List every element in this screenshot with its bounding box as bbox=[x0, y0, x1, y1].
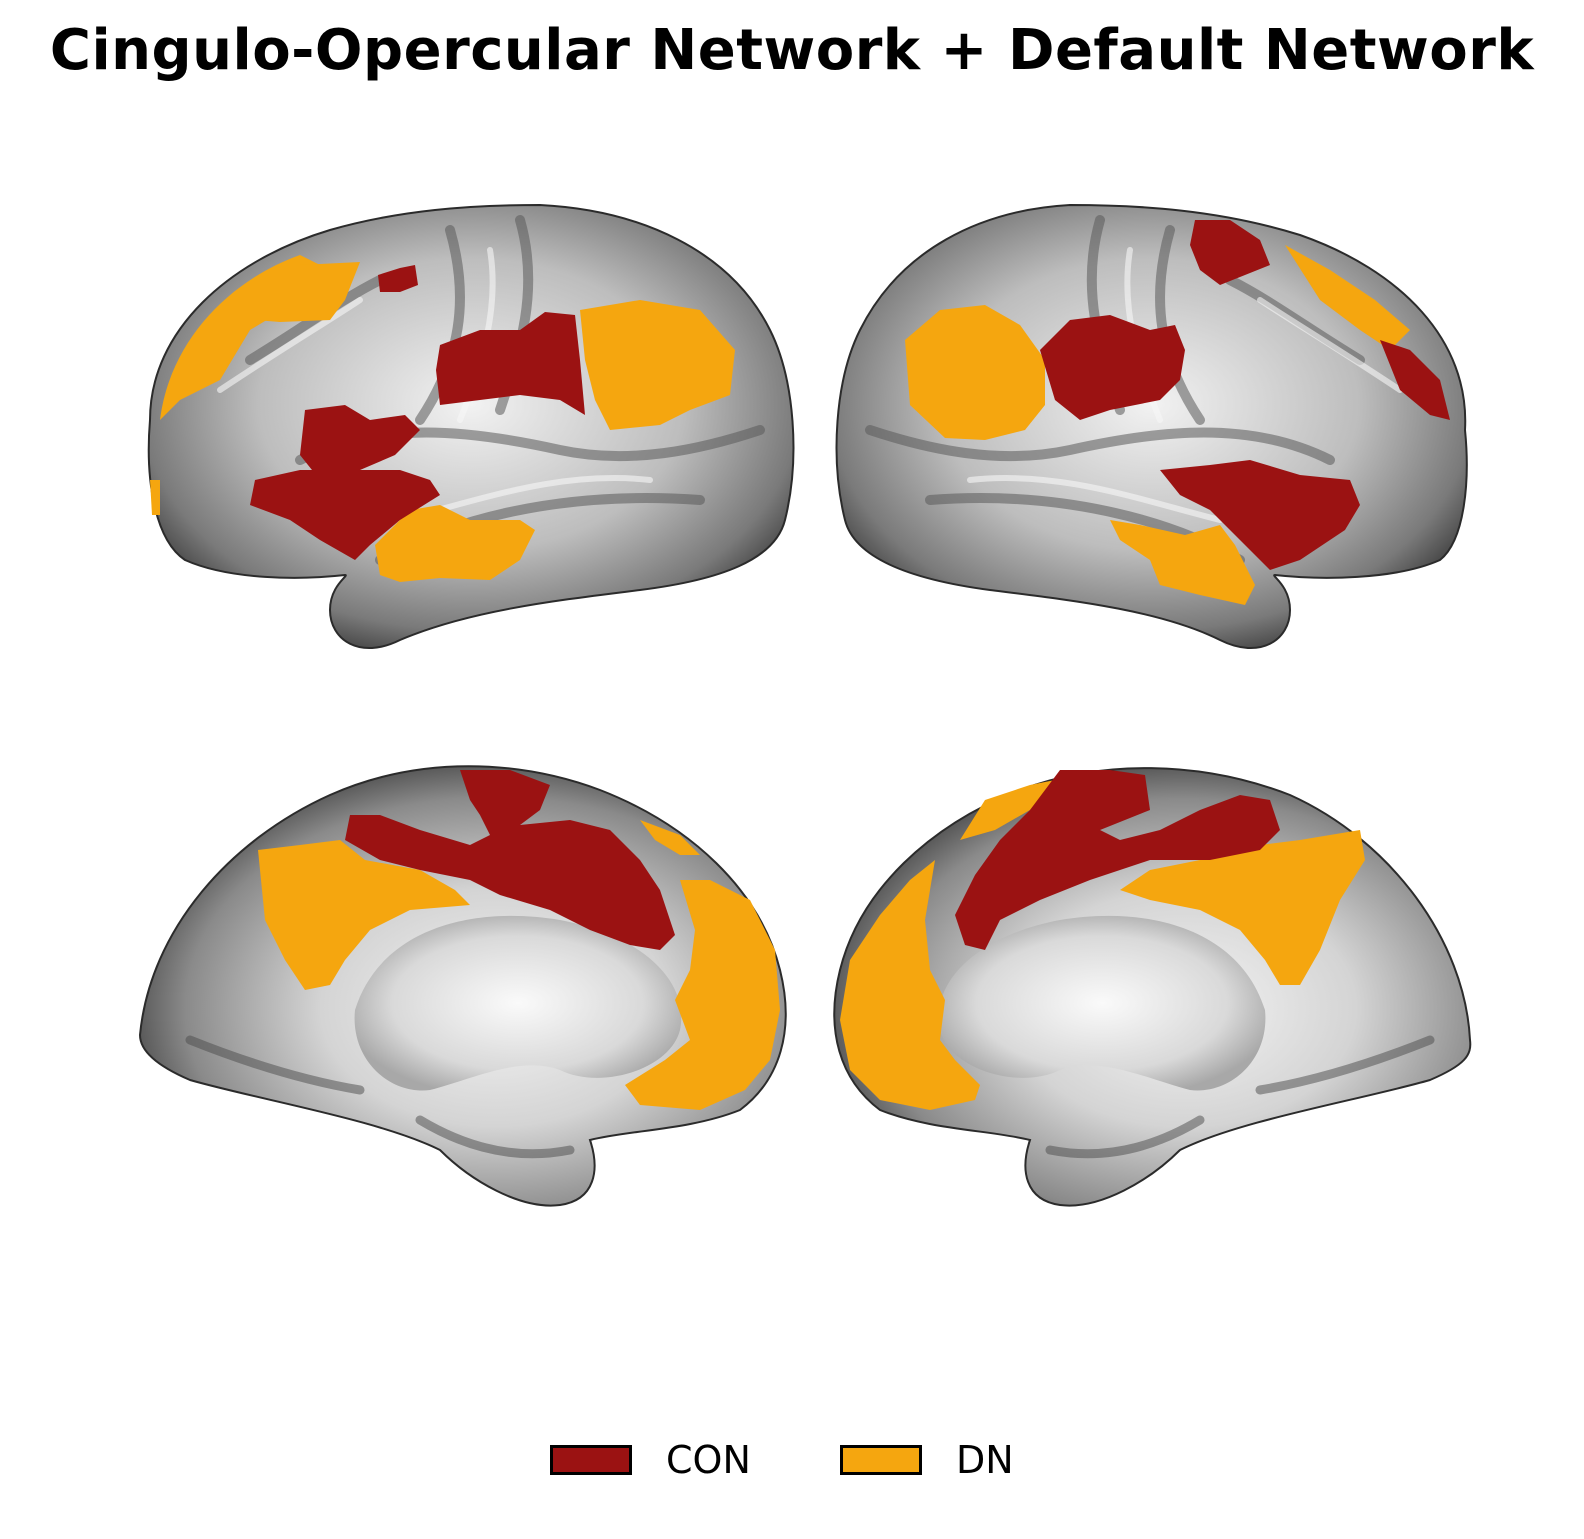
right-lateral-cortex bbox=[835, 203, 1468, 650]
figure-title: Cingulo-Opercular Network + Default Netw… bbox=[49, 18, 1535, 83]
left-medial-hemisphere bbox=[138, 765, 787, 1207]
left-lateral-hemisphere bbox=[147, 203, 795, 650]
legend-label-dn: DN bbox=[956, 1438, 1014, 1482]
legend-item-con: CON bbox=[550, 1440, 751, 1480]
legend-label-con: CON bbox=[666, 1438, 751, 1482]
left-lateral-cortex bbox=[147, 203, 795, 650]
legend: CON DN bbox=[0, 1440, 1584, 1500]
con-swatch bbox=[550, 1445, 632, 1475]
right-medial-hemisphere bbox=[833, 767, 1472, 1207]
right-lateral-hemisphere bbox=[835, 203, 1468, 650]
legend-item-dn: DN bbox=[840, 1440, 1014, 1480]
dn-swatch bbox=[840, 1445, 922, 1475]
right-corpus-callosum bbox=[938, 915, 1266, 1091]
left-corpus-callosum bbox=[354, 915, 682, 1091]
